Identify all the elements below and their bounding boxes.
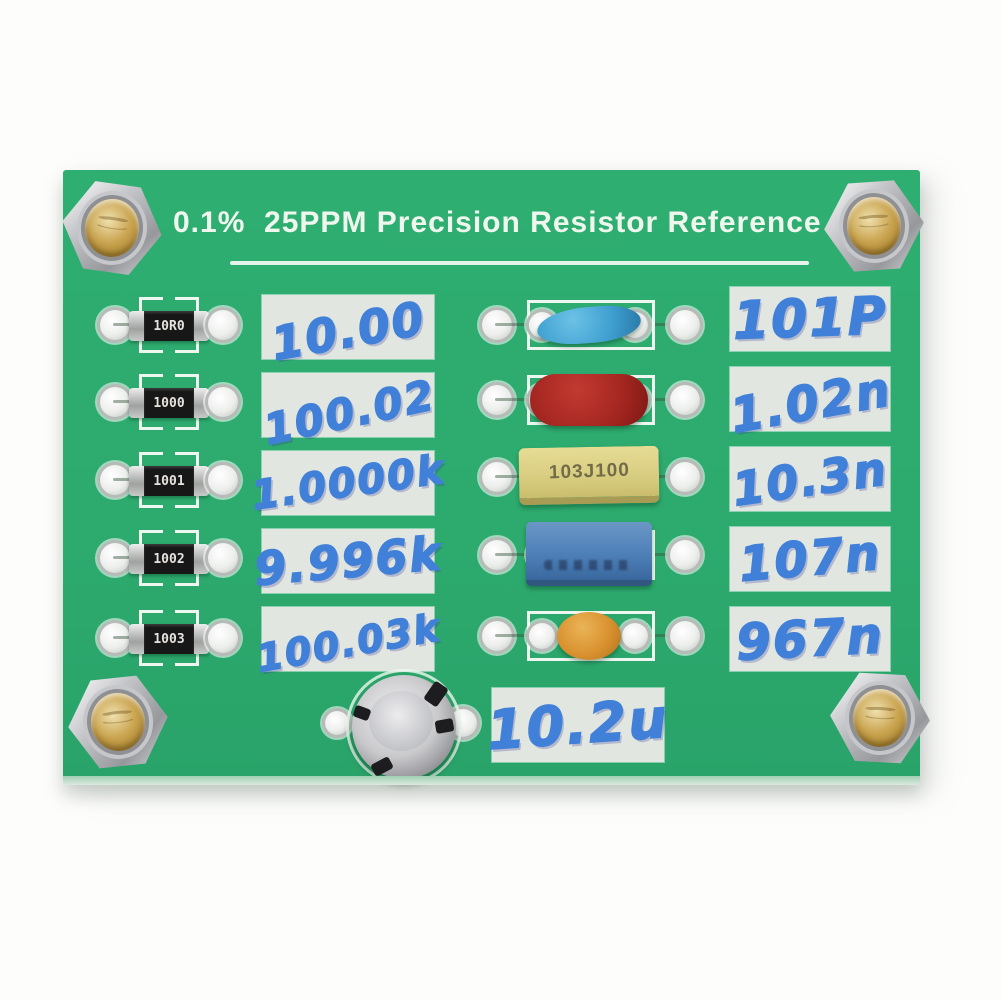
resistor-terminal — [129, 466, 144, 496]
solder-pad — [482, 310, 512, 340]
value-sticker: 107n — [730, 524, 890, 594]
smd-resistor: 10R0 — [129, 311, 209, 341]
capacitor-top — [369, 691, 433, 751]
solder-pad — [670, 540, 700, 570]
solder-pad — [208, 543, 238, 573]
resistor-code: 1001 — [144, 466, 194, 496]
value-sticker: 10.3n — [728, 441, 892, 518]
handwritten-value: 100.02 — [259, 370, 441, 456]
value-sticker: 10.2u — [484, 686, 671, 763]
mounting-standoff-bottom-right — [828, 669, 933, 766]
resistor-code: 1002 — [144, 544, 194, 574]
solder-pad — [482, 385, 512, 415]
value-sticker: 100.02 — [259, 370, 441, 456]
brass-screw — [88, 690, 148, 753]
solder-pad — [100, 623, 130, 653]
mounting-standoff-top-left — [56, 175, 168, 280]
resistor-code: 1003 — [144, 624, 194, 654]
value-sticker: 100.03k — [253, 604, 445, 681]
blue-box-capacitor — [526, 522, 652, 586]
board-title: 0.1% 25PPM Precision Resistor Reference — [173, 206, 822, 239]
resistor-terminal — [194, 544, 209, 574]
handwritten-value: 9.996k — [251, 525, 445, 597]
pcb-board: 0.1% 25PPM Precision Resistor Reference … — [63, 170, 920, 785]
value-sticker: 1.0000k — [248, 446, 449, 520]
solder-pad — [325, 711, 349, 735]
handwritten-value: 101P — [731, 286, 889, 353]
resistor-row-4: 1002 — [93, 523, 253, 593]
solder-pad — [100, 387, 130, 417]
brass-screw — [845, 195, 903, 257]
solder-pad — [670, 462, 700, 492]
resistor-terminal — [129, 388, 144, 418]
smd-resistor: 1002 — [129, 544, 209, 574]
value-sticker: 1.02n — [725, 360, 896, 445]
solder-pad — [670, 621, 700, 651]
capacitor-marking-stripe — [434, 718, 455, 734]
handwritten-value: 107n — [736, 524, 884, 594]
solder-pad — [622, 623, 648, 649]
mounting-standoff-top-right — [821, 177, 927, 276]
resistor-terminal — [129, 544, 144, 574]
resistor-row-5: 1003 — [93, 603, 253, 673]
yellow-box-capacitor: 103J100 — [518, 445, 660, 506]
silkscreen-frame — [527, 300, 655, 350]
solder-pad — [208, 623, 238, 653]
solder-pad — [208, 310, 238, 340]
value-sticker: 9.996k — [251, 525, 445, 597]
capacitor-row-2 — [477, 362, 707, 438]
resistor-code: 10R0 — [144, 311, 194, 341]
smd-resistor: 1000 — [129, 388, 209, 418]
electrolytic-capacitor — [352, 675, 456, 779]
solder-pad — [482, 462, 512, 492]
capacitor-row-3: 103J100 — [477, 439, 707, 515]
resistor-row-2: 1000 — [93, 367, 253, 437]
handwritten-value: 10.2u — [484, 686, 671, 763]
solder-pad — [482, 540, 512, 570]
solder-pad — [482, 621, 512, 651]
resistor-terminal — [194, 311, 209, 341]
handwritten-value: 1.0000k — [248, 446, 449, 520]
solder-pad — [100, 543, 130, 573]
value-sticker: 10.00 — [262, 290, 434, 372]
smd-resistor: 1001 — [129, 466, 209, 496]
value-sticker: 967n — [730, 605, 890, 673]
solder-pad — [208, 465, 238, 495]
solder-pad — [100, 310, 130, 340]
resistor-terminal — [194, 466, 209, 496]
resistor-terminal — [129, 311, 144, 341]
resistor-row-1: 10R0 — [93, 290, 253, 360]
handwritten-value: 1.02n — [725, 360, 896, 445]
capacitor-row-4 — [477, 517, 707, 593]
title-underline — [230, 261, 809, 265]
solder-pad — [670, 310, 700, 340]
solder-pad — [208, 387, 238, 417]
handwritten-value: 10.3n — [728, 441, 892, 518]
solder-pad — [529, 623, 555, 649]
value-sticker: 101P — [730, 286, 890, 353]
solder-pad — [670, 385, 700, 415]
brass-screw — [852, 688, 909, 749]
handwritten-value: 967n — [734, 605, 886, 672]
handwritten-value: 10.00 — [267, 290, 431, 372]
resistor-terminal — [129, 624, 144, 654]
orange-disc-capacitor — [557, 612, 621, 660]
red-ceramic-capacitor — [530, 374, 648, 426]
brass-screw — [81, 196, 143, 261]
resistor-terminal — [194, 624, 209, 654]
resistor-code: 1000 — [144, 388, 194, 418]
capacitor-marking: 103J100 — [548, 459, 630, 484]
capacitor-marking-stripe — [370, 756, 394, 777]
board-edge — [63, 776, 920, 785]
mounting-standoff-bottom-left — [63, 671, 172, 773]
smd-resistor: 1003 — [129, 624, 209, 654]
capacitor-row-1 — [477, 287, 707, 363]
handwritten-value: 100.03k — [253, 604, 445, 681]
resistor-terminal — [194, 388, 209, 418]
capacitor-row-5 — [477, 598, 707, 674]
solder-pad — [100, 465, 130, 495]
resistor-row-3: 1001 — [93, 445, 253, 515]
